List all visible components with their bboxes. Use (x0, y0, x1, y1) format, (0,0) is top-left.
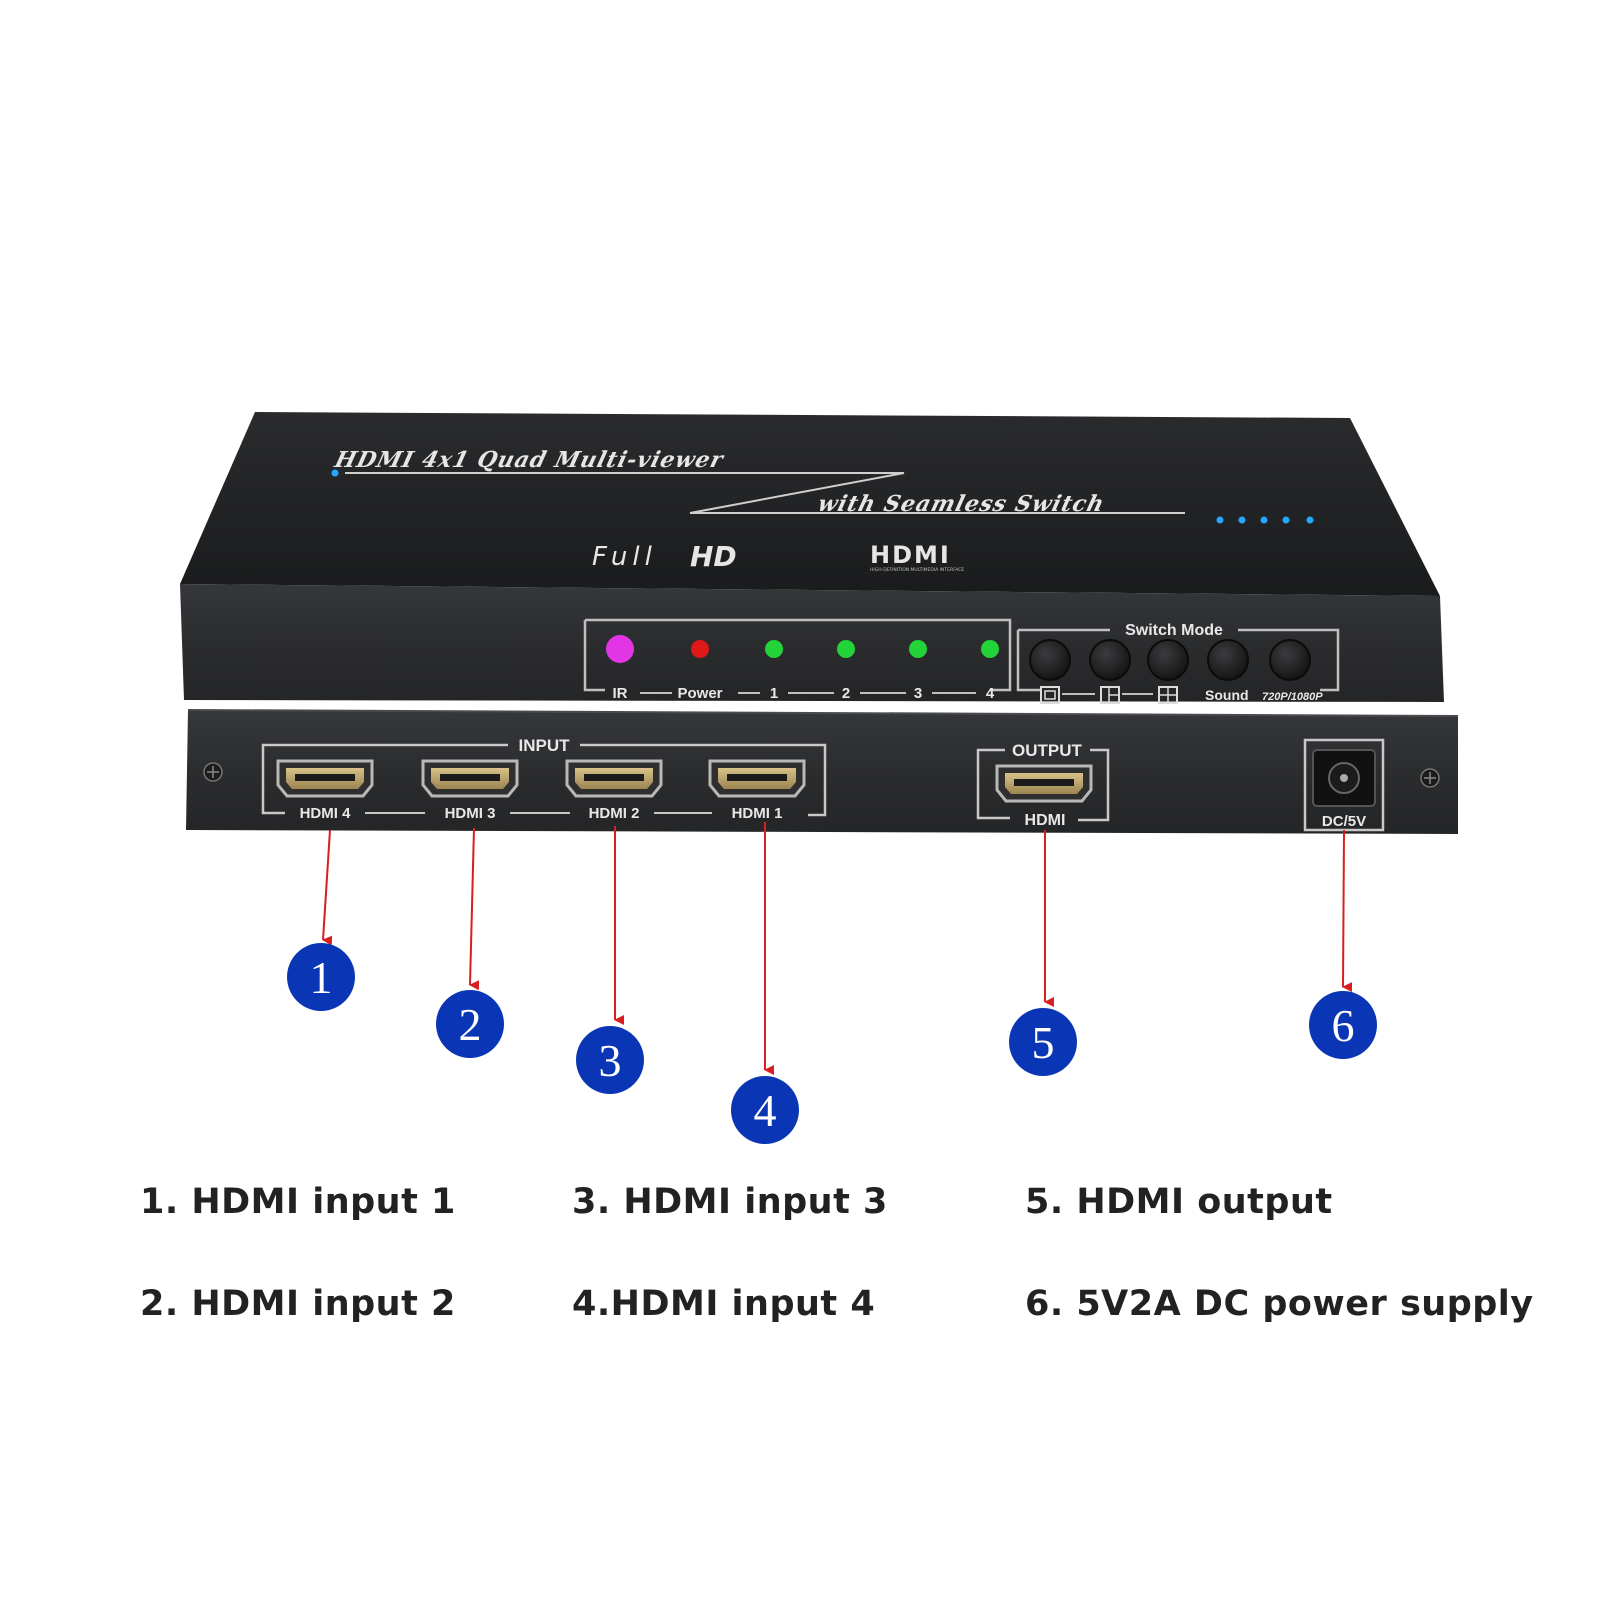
callout-badge-1: 1 (287, 943, 355, 1011)
badge-circle (731, 1076, 799, 1144)
indicator-3: 1 (765, 640, 783, 702)
hdmi-input-port-1[interactable] (708, 759, 806, 798)
output-hdmi-label: HDMI (1025, 812, 1066, 829)
lower-front-face (186, 710, 1458, 834)
input-port-label: HDMI 1 (732, 805, 783, 822)
callout-badge-6: 6 (1309, 991, 1377, 1059)
indicator-label: IR (613, 685, 628, 702)
device-title: HDMI 4x1 Quad Multi-viewer (331, 447, 727, 473)
resolution-label: 720P/1080P (1262, 691, 1323, 703)
power-label: DC/5V (1322, 813, 1366, 830)
callout-badge-3: 3 (576, 1026, 644, 1094)
indicator-2: Power (677, 640, 723, 702)
output-frame (976, 748, 1110, 822)
input-port-label: HDMI 4 (300, 805, 351, 822)
callout-badge-4: 4 (731, 1076, 799, 1144)
indicator-led (606, 635, 634, 663)
badge-number: 3 (599, 1035, 622, 1086)
callout-badge-2: 2 (436, 990, 504, 1058)
screw-right (1420, 768, 1440, 788)
dc-power-jack[interactable] (1312, 749, 1376, 807)
deco-dot (331, 469, 339, 477)
indicator-led (765, 640, 783, 658)
hdmi-input-port-3[interactable] (421, 759, 519, 798)
caption-1: 1. HDMI input 1 (140, 1182, 456, 1222)
badge-number: 6 (1332, 1000, 1355, 1051)
quad-screen-icon (1158, 686, 1178, 704)
callout-arrow-1 (322, 829, 333, 946)
badge-circle (576, 1026, 644, 1094)
lower-unit: INPUT HDMI 4 HDMI 3 HDMI 2 HDMI 1 OUTPUT HD… (186, 709, 1459, 834)
indicator-label: Power (677, 685, 722, 702)
indicator-5: 3 (909, 640, 927, 702)
hd-label: HD (690, 540, 737, 573)
caption-6: 6. 5V2A DC power supply (1025, 1284, 1534, 1324)
indicator-led (691, 640, 709, 658)
input-port-label: HDMI 3 (445, 805, 496, 822)
title-z-line (345, 472, 1185, 514)
hdmi-output-port[interactable] (995, 764, 1093, 803)
single-screen-icon (1040, 686, 1060, 704)
switch-button-4[interactable] (1207, 639, 1249, 681)
indicator-label: 3 (914, 685, 922, 702)
switch-button-5[interactable] (1269, 639, 1311, 681)
badge-number: 4 (754, 1085, 777, 1136)
push-button[interactable] (1207, 639, 1249, 681)
indicator-label: 2 (842, 685, 850, 702)
push-button[interactable] (1089, 639, 1131, 681)
hdmi-input-port-2[interactable] (565, 759, 663, 798)
badge-number: 5 (1032, 1017, 1055, 1068)
input-frame (261, 743, 827, 817)
caption-3: 3. HDMI input 3 (572, 1182, 888, 1222)
upper-top-face (180, 412, 1440, 596)
indicator-label: 1 (770, 685, 778, 702)
split-screen-icon (1100, 686, 1120, 704)
badge-circle (1009, 1008, 1077, 1076)
upper-front-face (180, 584, 1444, 702)
input-port-label: HDMI 2 (589, 805, 640, 822)
switch-mode-frame (1016, 628, 1340, 692)
switch-button-3[interactable] (1147, 639, 1189, 681)
badge-circle (436, 990, 504, 1058)
sound-label: Sound (1205, 687, 1249, 703)
callout-badge-5: 5 (1009, 1008, 1077, 1076)
hdmi-logo-tagline: HIGH-DEFINITION MULTIMEDIA INTERFACE (870, 567, 964, 573)
badge-number: 1 (310, 952, 333, 1003)
output-title: OUTPUT (1012, 741, 1083, 760)
indicator-led (909, 640, 927, 658)
indicator-label: 4 (986, 685, 995, 702)
indicator-led (837, 640, 855, 658)
input-title: INPUT (519, 736, 571, 755)
full-label: Full (592, 542, 657, 572)
indicator-led (981, 640, 999, 658)
caption-2: 2. HDMI input 2 (140, 1284, 456, 1324)
callout-arrow-2 (469, 827, 480, 991)
switch-mode-title: Switch Mode (1125, 622, 1223, 639)
badge-number: 2 (459, 999, 482, 1050)
callouts: 1 2 3 4 5 6 (287, 822, 1377, 1144)
hdmi-logo: HDMI (870, 541, 951, 569)
caption-4: 4.HDMI input 4 (572, 1284, 876, 1324)
switch-button-1[interactable] (1029, 639, 1071, 681)
upper-unit: HDMI 4x1 Quad Multi-viewer with Seamless… (180, 412, 1444, 704)
callout-arrow-6 (1342, 829, 1353, 993)
indicator-4: 2 (837, 640, 855, 702)
hdmi-input-port-4[interactable] (276, 759, 374, 798)
push-button[interactable] (1029, 639, 1071, 681)
indicator-1: IR (606, 635, 634, 702)
push-button[interactable] (1269, 639, 1311, 681)
indicator-frame (583, 618, 1012, 692)
badge-circle (1309, 991, 1377, 1059)
push-button[interactable] (1147, 639, 1189, 681)
screw-left (203, 762, 223, 782)
caption-5: 5. HDMI output (1025, 1182, 1333, 1222)
deco-dots (1216, 516, 1314, 524)
badge-circle (287, 943, 355, 1011)
indicator-6: 4 (981, 640, 999, 702)
switch-button-2[interactable] (1089, 639, 1131, 681)
